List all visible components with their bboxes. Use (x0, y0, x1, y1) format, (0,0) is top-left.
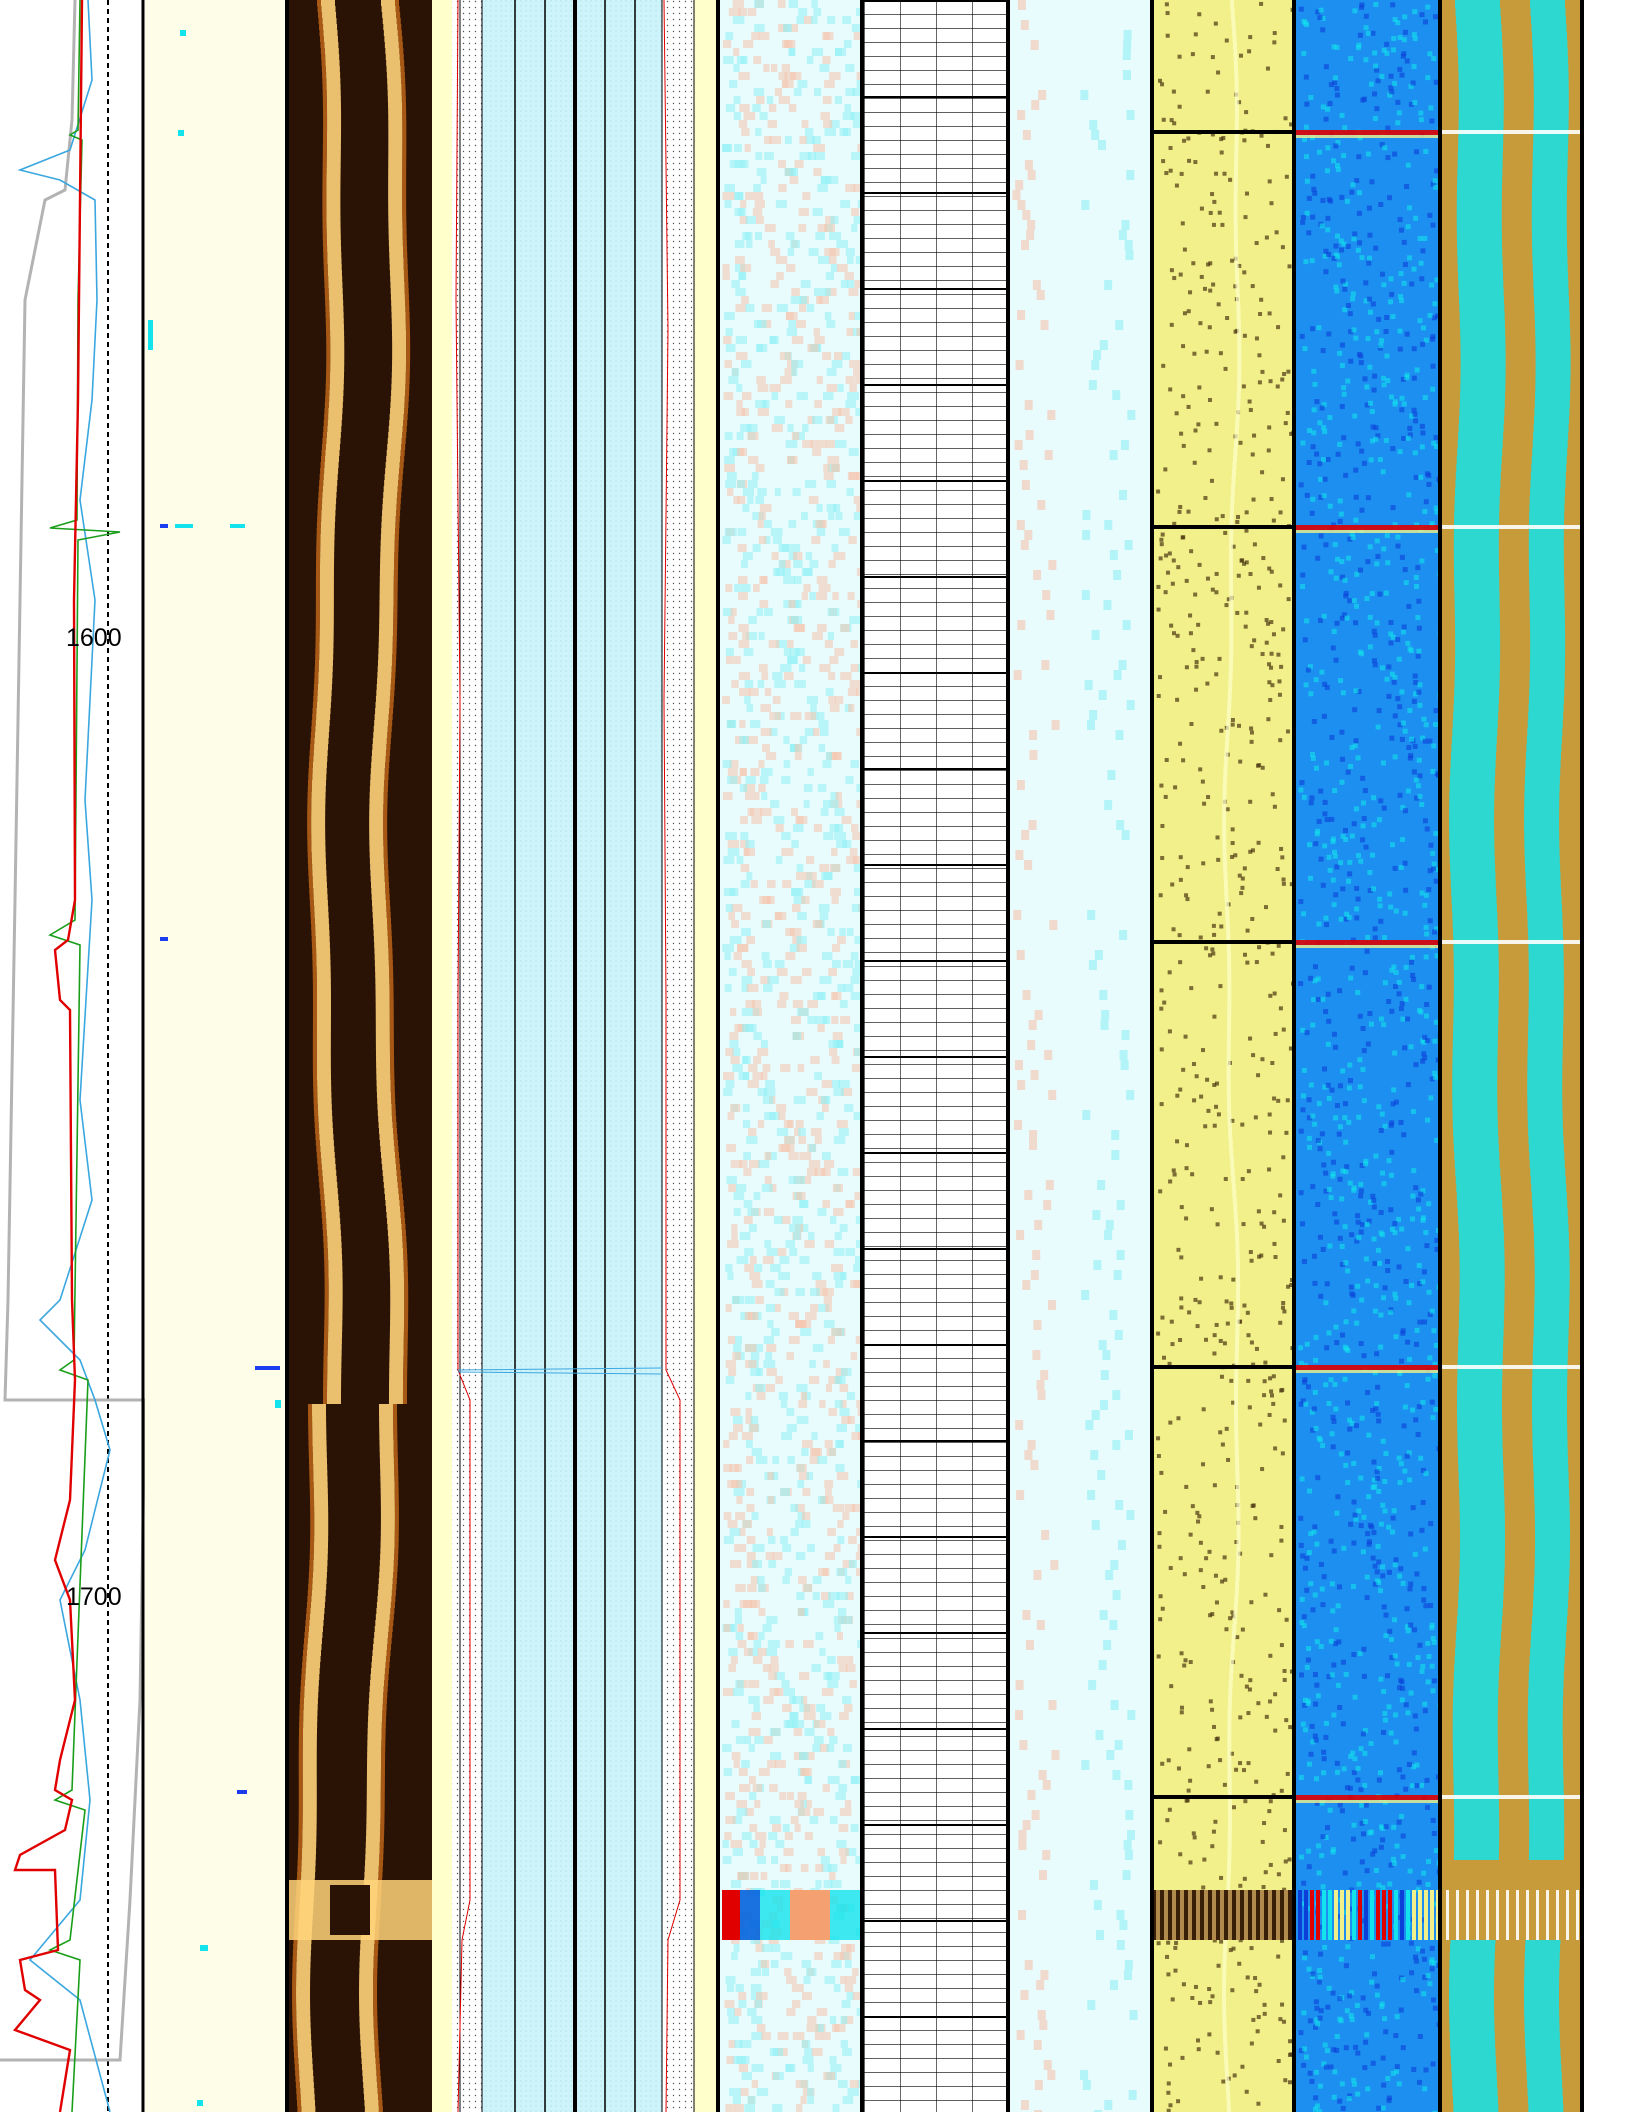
depth-label-1600: 1600 (66, 624, 122, 652)
caliper-track (452, 0, 720, 2112)
depth-label-1700: 1700 (66, 1583, 122, 1611)
blue-image-track (1296, 0, 1443, 2112)
yellow-image-track (1154, 0, 1296, 2112)
red-curve (12, 0, 84, 2112)
grid-track (864, 0, 1010, 2112)
tan-cyan-image-track (1442, 0, 1584, 2112)
dark-image-track (289, 0, 452, 2112)
cream-track (145, 0, 289, 2112)
pale-cyan-track (1010, 0, 1154, 2112)
light-image-track (720, 0, 869, 2112)
curves-track: 1600 1700 (0, 0, 147, 2112)
blue-curve (17, 0, 111, 2112)
